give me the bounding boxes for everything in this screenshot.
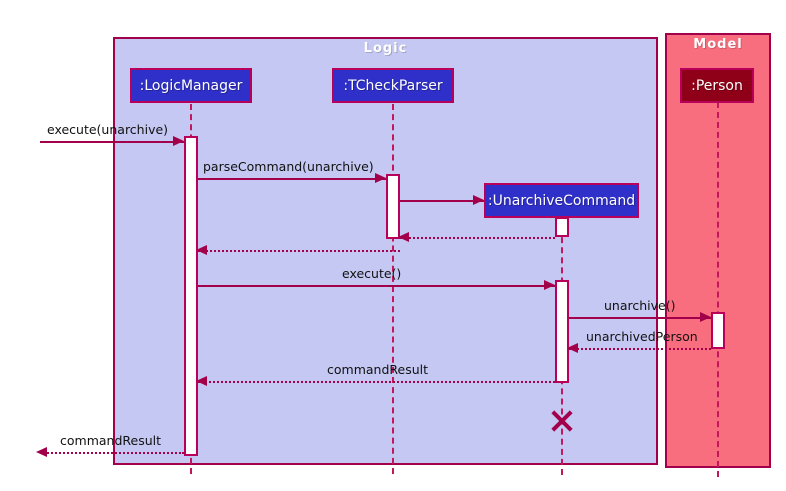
participant-person[interactable]: :Person	[680, 68, 754, 103]
participant-label-person: :Person	[691, 77, 743, 94]
participant-label-unarchivecommand: :UnarchiveCommand	[487, 192, 636, 209]
activation-bar-tcheckparser	[386, 174, 400, 239]
arrowhead-command-result-logicmanager	[196, 376, 207, 386]
activation-bar-logicmanager	[184, 136, 198, 456]
participant-logicmanager[interactable]: :LogicManager	[130, 68, 252, 103]
message-line-command-result-actor	[40, 452, 184, 454]
arrowhead-unarchive	[700, 312, 711, 322]
arrowhead-unarchived-person	[567, 343, 578, 353]
message-label-parse-command: parseCommand(unarchive)	[203, 159, 374, 174]
arrowhead-command-result-actor	[36, 447, 47, 457]
activation-bar-unarchivecommand-create	[555, 217, 569, 237]
message-line-parse-command	[198, 178, 386, 180]
package-title-logic: Logic	[363, 41, 408, 56]
message-label-unarchive: unarchive()	[604, 298, 676, 313]
message-label-unarchived-person: unarchivedPerson	[586, 329, 698, 344]
message-label-execute-unarchive: execute(unarchive)	[47, 122, 169, 137]
package-title-model: Model	[693, 37, 743, 52]
arrowhead-create-unarchivecommand	[473, 195, 484, 205]
arrowhead-return-to-tcheckparser	[398, 232, 409, 242]
activation-bar-person	[711, 312, 725, 349]
message-label-execute: execute()	[342, 266, 402, 281]
message-label-command-result-logicmanager: commandResult	[327, 362, 429, 377]
arrowhead-return-to-logicmanager	[196, 245, 207, 255]
lifeline-person	[717, 102, 719, 477]
arrowhead-execute	[544, 280, 555, 290]
participant-label-logicmanager: :LogicManager	[139, 77, 243, 94]
message-label-command-result-actor: commandResult	[60, 433, 162, 448]
destroy-marker-unarchivecommand	[549, 407, 575, 433]
participant-label-tcheckparser: :TCheckParser	[343, 77, 443, 94]
message-line-execute	[198, 285, 555, 287]
message-line-return-to-logicmanager	[198, 250, 400, 252]
participant-unarchivecommand[interactable]: :UnarchiveCommand	[484, 183, 639, 218]
arrowhead-parse-command	[375, 173, 386, 183]
message-line-command-result-logicmanager	[198, 381, 555, 383]
lifeline-tcheckparser	[392, 104, 394, 474]
message-line-unarchive	[569, 317, 711, 319]
message-line-unarchived-person	[569, 348, 711, 350]
activation-bar-unarchivecommand-execute	[555, 280, 569, 383]
message-line-create-unarchivecommand	[400, 200, 484, 202]
participant-tcheckparser[interactable]: :TCheckParser	[332, 68, 454, 103]
message-line-return-to-tcheckparser	[400, 237, 555, 239]
message-line-execute-unarchive	[40, 141, 184, 143]
arrowhead-execute-unarchive	[173, 136, 184, 146]
